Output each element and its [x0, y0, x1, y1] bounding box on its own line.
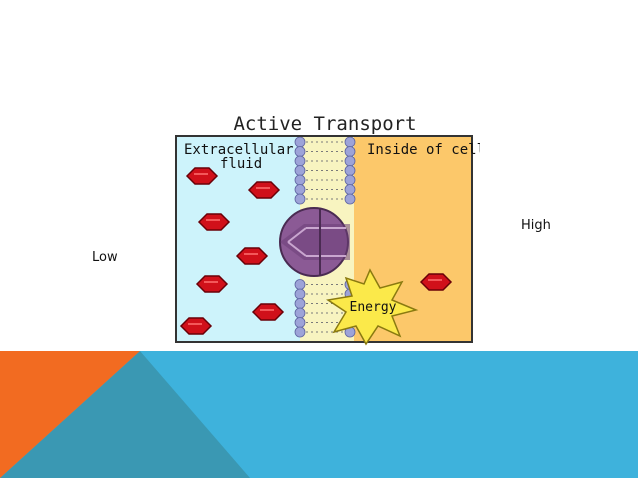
carrier-protein [279, 207, 350, 277]
molecule [247, 181, 281, 199]
molecule [185, 167, 219, 185]
molecule [251, 303, 285, 321]
inside-cell-label: Inside of cell [367, 142, 480, 158]
high-concentration-label: High [521, 218, 551, 233]
diagram-title: Active Transport [233, 113, 416, 135]
lipid-head [294, 184, 306, 195]
lipid-head [294, 307, 306, 319]
energy-star: Energy [326, 268, 419, 346]
lipid-head [294, 326, 306, 338]
molecule [197, 213, 231, 231]
lipid-head [344, 184, 356, 195]
extracellular-label-line1: Extracellular [184, 142, 294, 158]
lipid-head [294, 174, 306, 186]
lipid-head [294, 165, 306, 176]
lipid-head [294, 136, 306, 148]
molecules [179, 167, 453, 335]
energy-label: Energy [350, 300, 397, 315]
diagram-frame [175, 135, 473, 343]
molecule [419, 273, 453, 291]
active-transport-diagram: Active Transport Extracellular fluid Ins… [170, 104, 480, 346]
lipid-head [294, 146, 306, 157]
molecule [195, 275, 229, 293]
footer-orange-triangle [0, 351, 140, 478]
lipid-head [294, 155, 306, 167]
lipid-head [294, 279, 306, 290]
extracellular-label-line2: fluid [220, 156, 262, 172]
slide-footer-decoration [0, 351, 638, 478]
footer-teal-triangle [0, 351, 250, 478]
low-concentration-label: Low [92, 250, 118, 265]
lipid-head [294, 288, 306, 300]
lipid-head [344, 193, 356, 205]
lipid-tails [306, 141, 344, 333]
lipid-head [294, 298, 306, 309]
lipid-head [344, 155, 356, 167]
lipid-head [344, 165, 356, 176]
lipid-head [344, 136, 356, 148]
lipid-head [344, 174, 356, 186]
lipid-head [294, 193, 306, 205]
molecule [179, 317, 213, 335]
molecule [235, 247, 269, 265]
lipid-head [294, 317, 306, 328]
lipid-head [344, 146, 356, 157]
